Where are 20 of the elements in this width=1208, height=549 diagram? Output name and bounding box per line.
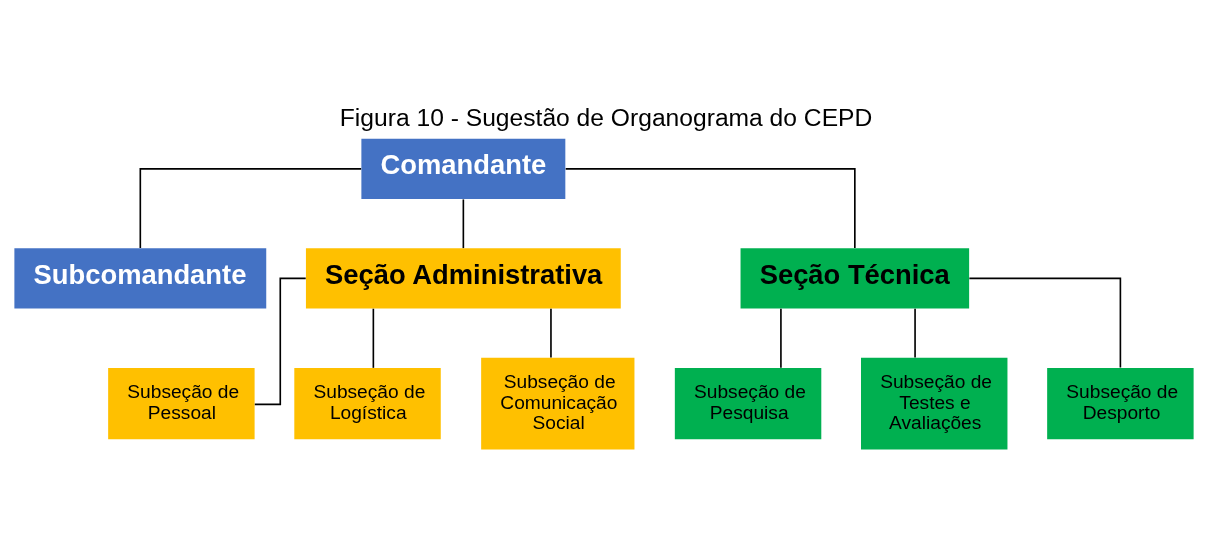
connector [139, 167, 362, 249]
connector [914, 307, 916, 358]
node-box: Subcomandante [14, 247, 267, 309]
connector [564, 167, 856, 249]
node-box: Subseção de Comunicação Social [481, 357, 635, 449]
connector [462, 198, 465, 249]
connector [254, 277, 307, 405]
connector [968, 277, 1122, 368]
node-box: Subseção de Desporto [1047, 367, 1194, 439]
diagram-title: Figura 10 - Sugestão de Organograma do CEPD [339, 103, 873, 131]
connector [780, 307, 782, 369]
node-box: Comandante [361, 138, 566, 199]
node-box: Seção Administrativa [305, 247, 621, 309]
connector [372, 307, 375, 369]
node-box: Subseção de Pessoal [108, 367, 255, 439]
node-box: Subseção de Pesquisa [674, 367, 822, 439]
connector [550, 307, 552, 358]
node-box: Subseção de Logística [294, 367, 441, 439]
node-box: Seção Técnica [740, 247, 970, 309]
node-box: Subseção de Testes e Avaliações [861, 357, 1008, 449]
